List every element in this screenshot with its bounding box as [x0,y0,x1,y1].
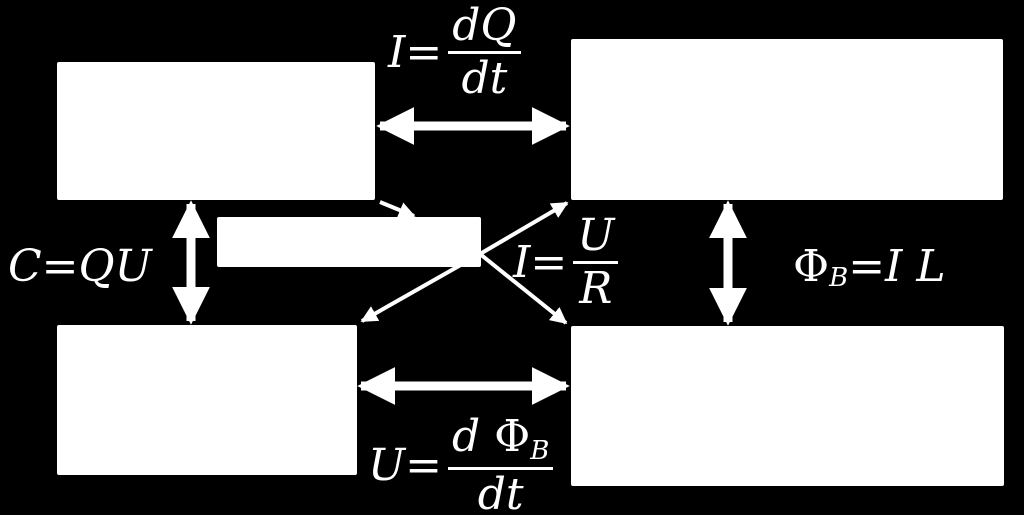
denominator: R [579,263,613,314]
equation-lhs: I [513,236,531,288]
fraction-bar [447,467,554,470]
arrow-diagonal-to-voltage [360,252,481,323]
equals-sign: = [405,440,442,491]
numerator-subscript: B [530,436,550,466]
numerator-d: d [451,411,481,462]
arrow-charge-to-center [379,200,416,219]
equation-text: C=QU [8,240,152,292]
magnetic-flux-box [571,326,1004,486]
equation-inductance: ΦB=I L [793,242,946,291]
voltage-box [57,325,357,475]
fraction-bar [448,51,521,54]
current-box [571,39,1003,200]
charge-box [57,62,375,200]
phi-symbol: Φ [793,240,830,292]
arrow-diagonal-to-current [478,201,569,256]
numerator: U [577,210,615,261]
denominator: dt [461,53,508,104]
equation-rest: =I L [848,240,946,292]
equation-capacitance: C=QU [8,242,152,289]
equation-lhs: I [388,26,406,78]
denominator: dt [477,469,524,515]
equals-sign: = [405,26,443,78]
numerator-phi: Φ [494,411,531,462]
equation-lhs: U [368,440,406,491]
phi-subscript: B [829,263,849,293]
arrow-diagonal-to-flux [478,252,568,325]
numerator: d ΦB [448,415,553,466]
fraction-bar [573,261,619,264]
equals-sign: = [530,236,568,288]
numerator: dQ [452,0,517,51]
center-box [217,217,481,267]
